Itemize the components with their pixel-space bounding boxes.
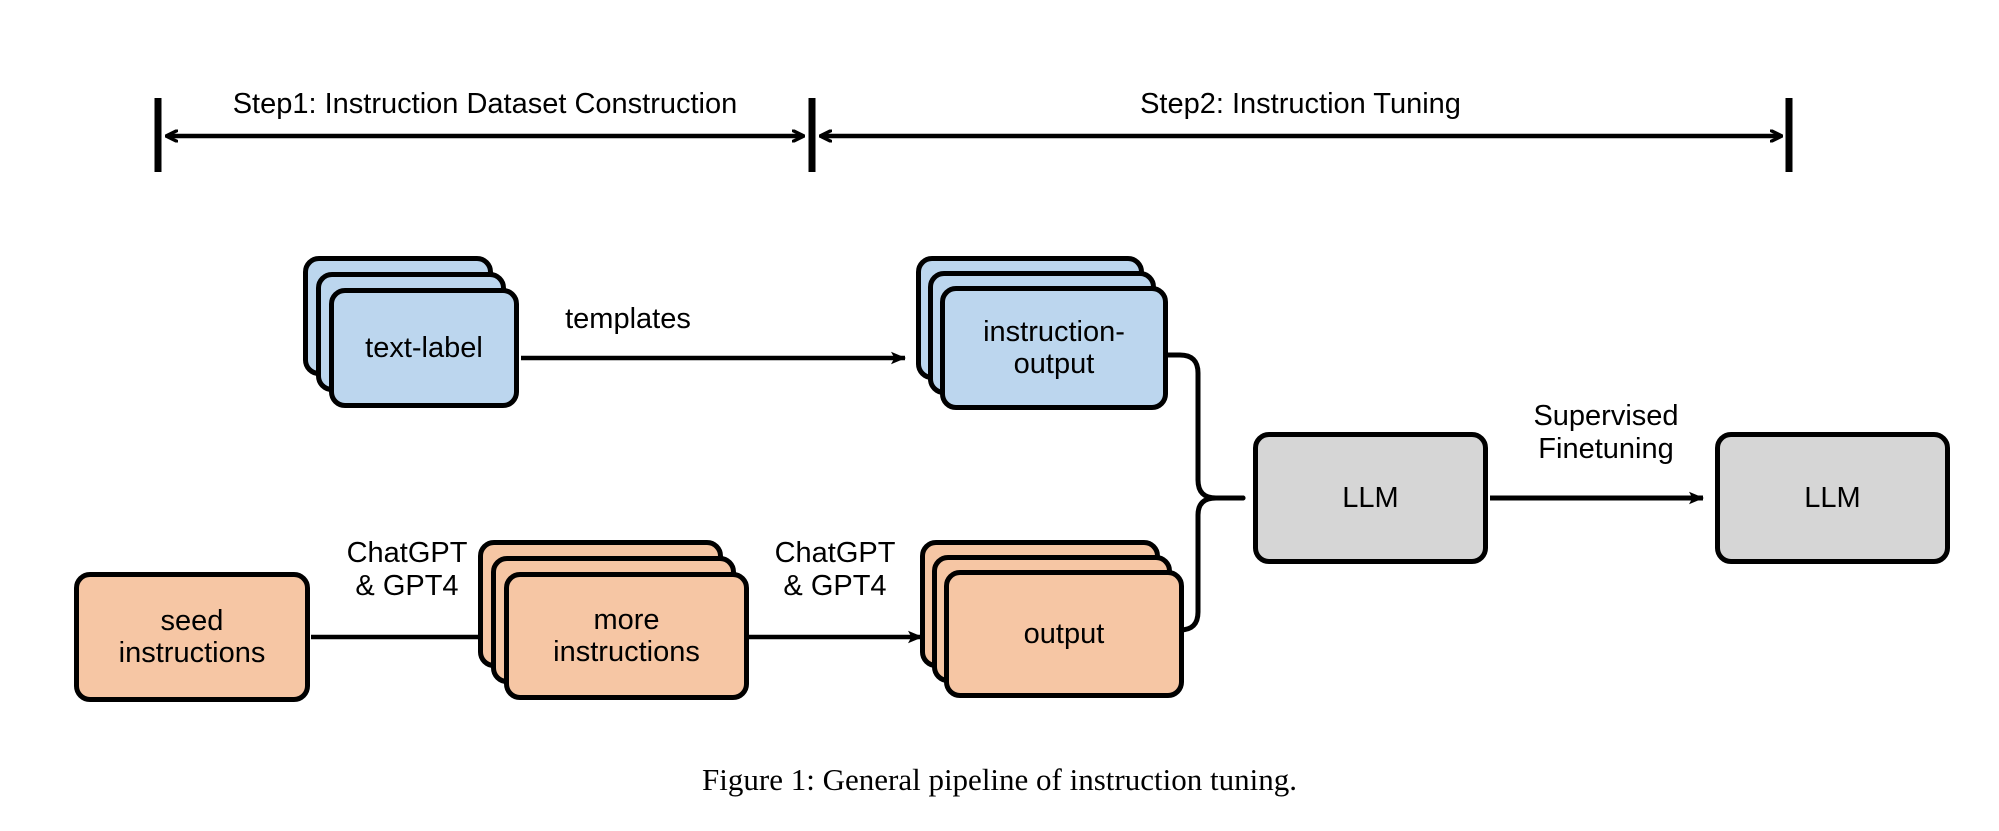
edge-label-templates: templates: [565, 303, 691, 335]
node-seed-instructions-text: seed instructions: [118, 604, 266, 669]
node-text-label-group[interactable]: text-label: [303, 256, 521, 420]
node-more-instructions-text: more instructions: [553, 603, 700, 668]
node-more-instructions[interactable]: more instructions: [504, 572, 749, 700]
node-output[interactable]: output: [944, 570, 1184, 698]
node-llm-base[interactable]: LLM: [1253, 432, 1488, 564]
node-more-instructions-group[interactable]: more instructions: [478, 540, 768, 715]
node-instruction-output-group[interactable]: instruction-output: [916, 256, 1184, 426]
node-output-text: output: [1023, 617, 1105, 650]
node-text-label[interactable]: text-label: [329, 288, 519, 408]
node-llm-base-text: LLM: [1342, 481, 1399, 514]
node-llm-tuned[interactable]: LLM: [1715, 432, 1950, 564]
edge-label-chatgpt-gpt4-2: ChatGPT & GPT4: [774, 537, 896, 603]
node-output-group[interactable]: output: [920, 540, 1210, 715]
node-seed-instructions[interactable]: seed instructions: [74, 572, 310, 702]
figure-caption: Figure 1: General pipeline of instructio…: [702, 762, 1297, 797]
edge-label-supervised-finetuning: Supervised Finetuning: [1533, 400, 1679, 466]
step2-label: Step2: Instruction Tuning: [1140, 88, 1461, 120]
node-instruction-output-text: instruction-output: [983, 315, 1125, 380]
step1-label: Step1: Instruction Dataset Construction: [232, 88, 738, 120]
node-llm-tuned-text: LLM: [1804, 481, 1861, 514]
edge-label-chatgpt-gpt4-1: ChatGPT & GPT4: [346, 537, 468, 603]
node-text-label-text: text-label: [365, 331, 483, 364]
node-instruction-output[interactable]: instruction-output: [940, 286, 1168, 410]
